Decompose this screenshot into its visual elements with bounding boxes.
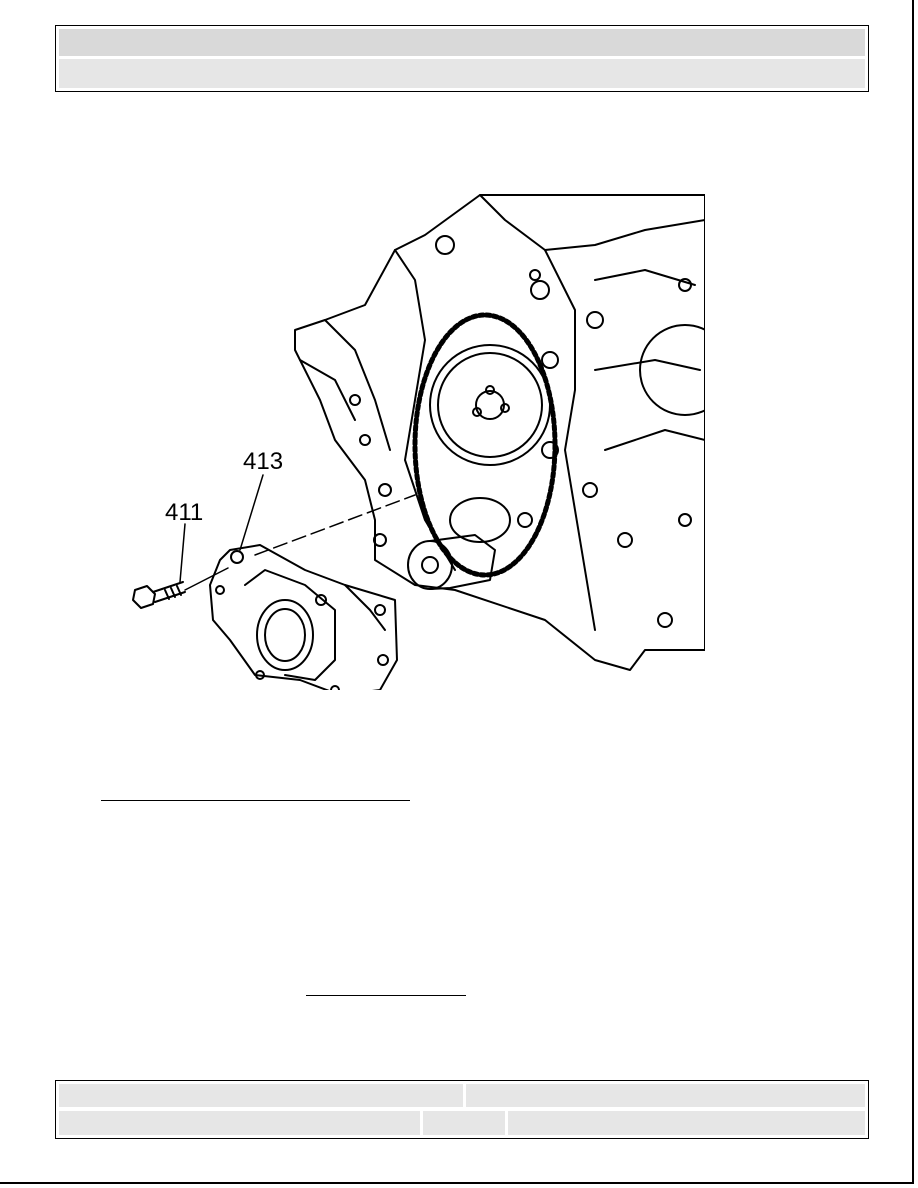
footer-cell-bottom-left: [59, 1111, 420, 1135]
callout-411-leader: [179, 523, 186, 583]
page-header: [55, 25, 869, 92]
cam-sprocket: [429, 344, 551, 466]
footer-cell-bottom-right: [508, 1111, 865, 1135]
header-title-bar: [59, 29, 865, 56]
callout-411: 411: [165, 499, 203, 526]
callout-413: 413: [243, 448, 283, 475]
footer-cell-left: [59, 1084, 463, 1107]
callout-413-leader: [239, 474, 264, 551]
section-rule: [101, 800, 410, 801]
oil-pump-body: [209, 544, 398, 690]
footer-cell-right: [466, 1084, 865, 1107]
oil-pump-bore: [256, 599, 314, 671]
engine-block-drawing: 413 411: [132, 194, 705, 690]
crankshaft-nose: [407, 540, 453, 590]
cylinder-bore: [639, 324, 705, 416]
engine-block-outline: [294, 194, 705, 671]
crank-sprocket: [449, 497, 511, 543]
bolt-head: [132, 585, 156, 609]
footer-cell-bottom-middle: [423, 1111, 505, 1135]
header-subtitle-bar: [59, 59, 865, 88]
bolt-shank: [152, 581, 186, 603]
page-footer: [55, 1080, 869, 1139]
oil-pump-installation-illustration: 413 411: [125, 190, 705, 690]
section-rule-short: [306, 995, 466, 996]
alignment-center-line: [254, 494, 416, 556]
